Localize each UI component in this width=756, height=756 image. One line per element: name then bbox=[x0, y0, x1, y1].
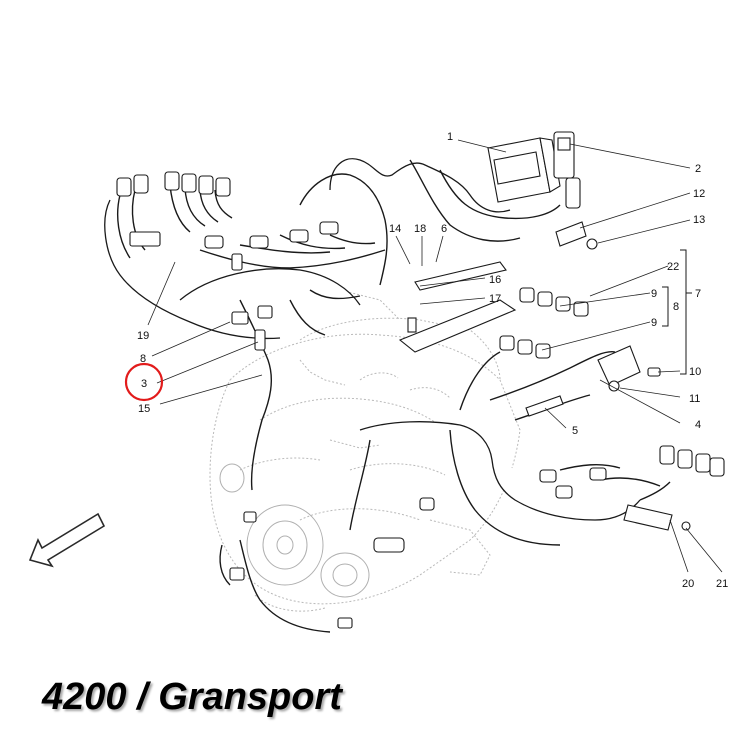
engine-block-outline bbox=[209, 289, 521, 612]
front-direction-arrow-icon bbox=[28, 512, 106, 568]
callout-11: 11 bbox=[689, 393, 700, 405]
ecu-connectors bbox=[553, 131, 581, 209]
callout-1: 1 bbox=[447, 131, 453, 143]
callout-9-top: 9 bbox=[651, 288, 657, 300]
highlight-circle-callout-3 bbox=[124, 362, 164, 402]
callout-18: 18 bbox=[414, 223, 426, 235]
model-title: 4200 / Gransport bbox=[42, 676, 342, 718]
bolt-17 bbox=[407, 317, 417, 333]
ecu-unit bbox=[487, 137, 561, 203]
callout-5: 5 bbox=[572, 425, 578, 437]
callout-2: 2 bbox=[695, 163, 701, 175]
callout-12: 12 bbox=[693, 188, 705, 200]
callout-20: 20 bbox=[682, 578, 694, 590]
callout-21: 21 bbox=[716, 578, 728, 590]
fuel-rail-assembly bbox=[398, 261, 517, 353]
callout-22: 22 bbox=[667, 261, 679, 273]
leader-lines bbox=[147, 139, 723, 573]
lower-left-sensors bbox=[229, 497, 435, 629]
group-bracket-8 bbox=[662, 286, 669, 327]
lower-right-connectors bbox=[623, 445, 725, 531]
callout-3: 3 bbox=[141, 378, 147, 390]
callout-16: 16 bbox=[489, 274, 501, 286]
washer-13 bbox=[586, 238, 598, 250]
callout-17: 17 bbox=[489, 293, 501, 305]
callout-9-bottom: 9 bbox=[651, 317, 657, 329]
callout-labels: 1 2 3 4 5 6 7 8 8 9 9 10 11 12 13 14 15 … bbox=[137, 131, 728, 590]
callout-6: 6 bbox=[441, 223, 447, 235]
callout-14: 14 bbox=[389, 223, 401, 235]
group-bracket-7 bbox=[680, 249, 692, 375]
callout-8-left: 8 bbox=[140, 353, 146, 365]
callout-7: 7 bbox=[695, 288, 701, 300]
callout-13: 13 bbox=[693, 214, 705, 226]
callout-4: 4 bbox=[695, 419, 701, 431]
right-sensors bbox=[525, 345, 661, 499]
ignition-coil-bank-right bbox=[499, 287, 589, 359]
callout-15: 15 bbox=[138, 403, 150, 415]
left-coil-connectors bbox=[116, 171, 339, 351]
sensor-12 bbox=[555, 221, 587, 247]
callout-19: 19 bbox=[137, 330, 149, 342]
callout-10: 10 bbox=[689, 366, 701, 378]
callout-8-right: 8 bbox=[673, 301, 679, 313]
